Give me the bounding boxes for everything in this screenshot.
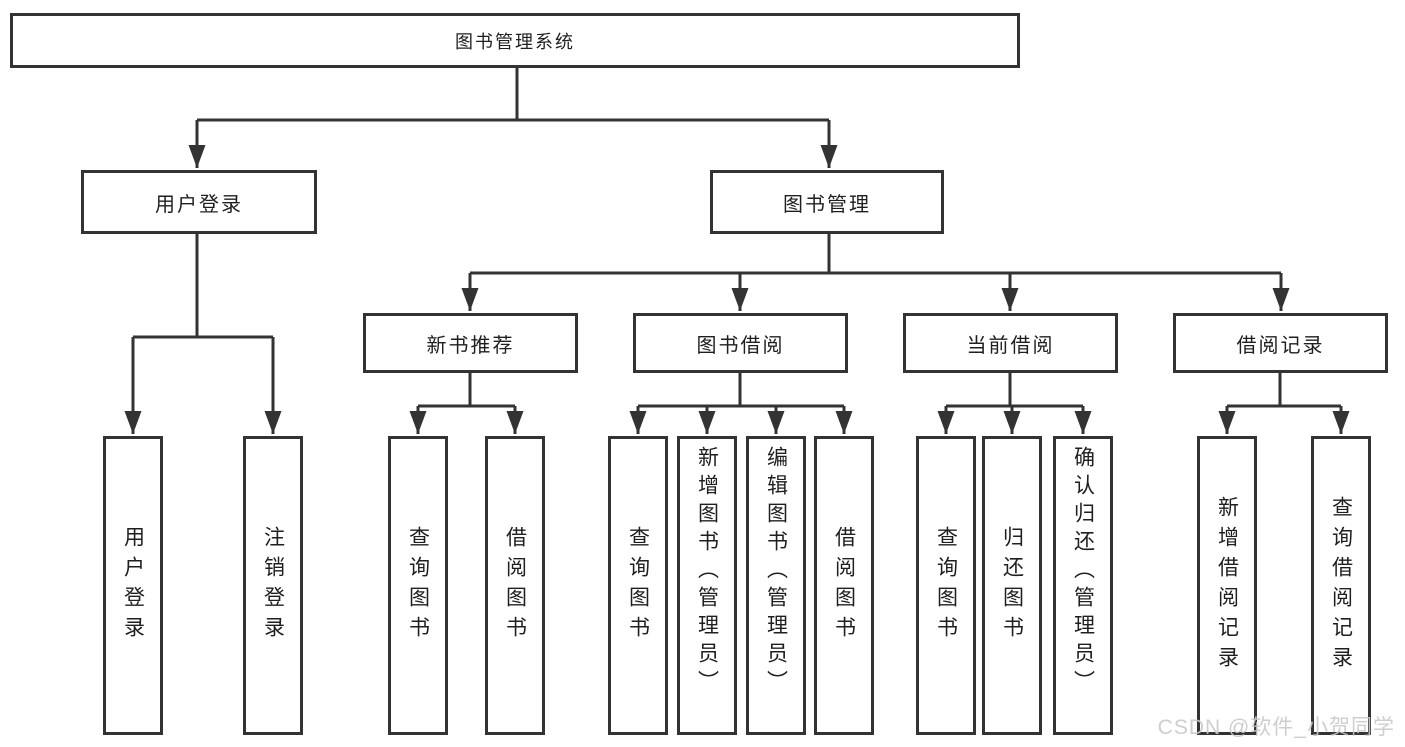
node-user-login: 用户登录 <box>81 170 317 234</box>
leaf-query-books-borrowing-label: 查询图书 <box>626 525 650 646</box>
node-new-book-recommendation: 新书推荐 <box>363 313 578 373</box>
leaf-edit-books-admin-label: 编辑图书（管理员） <box>764 446 788 698</box>
leaf-return-books: 归还图书 <box>982 436 1042 735</box>
leaf-confirm-return-admin: 确认归还（管理员） <box>1053 436 1113 735</box>
leaf-add-books-admin-label: 新增图书（管理员） <box>695 446 719 698</box>
leaf-borrow-books-borrowing: 借阅图书 <box>814 436 874 735</box>
node-borrowing-records: 借阅记录 <box>1173 313 1388 373</box>
leaf-add-books-admin: 新增图书（管理员） <box>677 436 737 735</box>
leaf-add-borrow-record: 新增借阅记录 <box>1197 436 1257 735</box>
node-current-borrowing: 当前借阅 <box>903 313 1118 373</box>
leaf-query-borrow-record-label: 查询借阅记录 <box>1329 495 1353 676</box>
node-book-management-label: 图书管理 <box>783 193 871 216</box>
node-new-book-recommendation-label: 新书推荐 <box>426 334 515 357</box>
leaf-borrow-books-recommend: 借阅图书 <box>485 436 545 735</box>
node-current-borrowing-label: 当前借阅 <box>966 334 1055 357</box>
leaf-user-login: 用户登录 <box>103 436 163 735</box>
node-user-login-label: 用户登录 <box>155 193 243 216</box>
leaf-logout-label: 注销登录 <box>261 525 285 646</box>
node-library-management-system: 图书管理系统 <box>10 13 1020 68</box>
node-library-management-system-label: 图书管理系统 <box>455 31 575 52</box>
leaf-query-books-borrowing: 查询图书 <box>608 436 668 735</box>
watermark-text: CSDN @软件_小贺同学 <box>1157 716 1395 739</box>
leaf-query-books-current: 查询图书 <box>916 436 976 735</box>
leaf-query-books-recommend-label: 查询图书 <box>406 525 430 646</box>
node-borrowing-records-label: 借阅记录 <box>1236 334 1325 357</box>
leaf-borrow-books-recommend-label: 借阅图书 <box>503 525 527 646</box>
leaf-logout: 注销登录 <box>243 436 303 735</box>
leaf-query-books-current-label: 查询图书 <box>934 525 958 646</box>
node-book-management: 图书管理 <box>710 170 944 234</box>
leaf-user-login-label: 用户登录 <box>121 525 145 646</box>
leaf-return-books-label: 归还图书 <box>1000 525 1024 646</box>
node-book-borrowing-label: 图书借阅 <box>696 334 785 357</box>
leaf-borrow-books-borrowing-label: 借阅图书 <box>832 525 856 646</box>
node-book-borrowing: 图书借阅 <box>633 313 848 373</box>
leaf-query-borrow-record: 查询借阅记录 <box>1311 436 1371 735</box>
leaf-query-books-recommend: 查询图书 <box>388 436 448 735</box>
leaf-edit-books-admin: 编辑图书（管理员） <box>746 436 806 735</box>
leaf-add-borrow-record-label: 新增借阅记录 <box>1215 495 1239 676</box>
leaf-confirm-return-admin-label: 确认归还（管理员） <box>1071 446 1095 698</box>
